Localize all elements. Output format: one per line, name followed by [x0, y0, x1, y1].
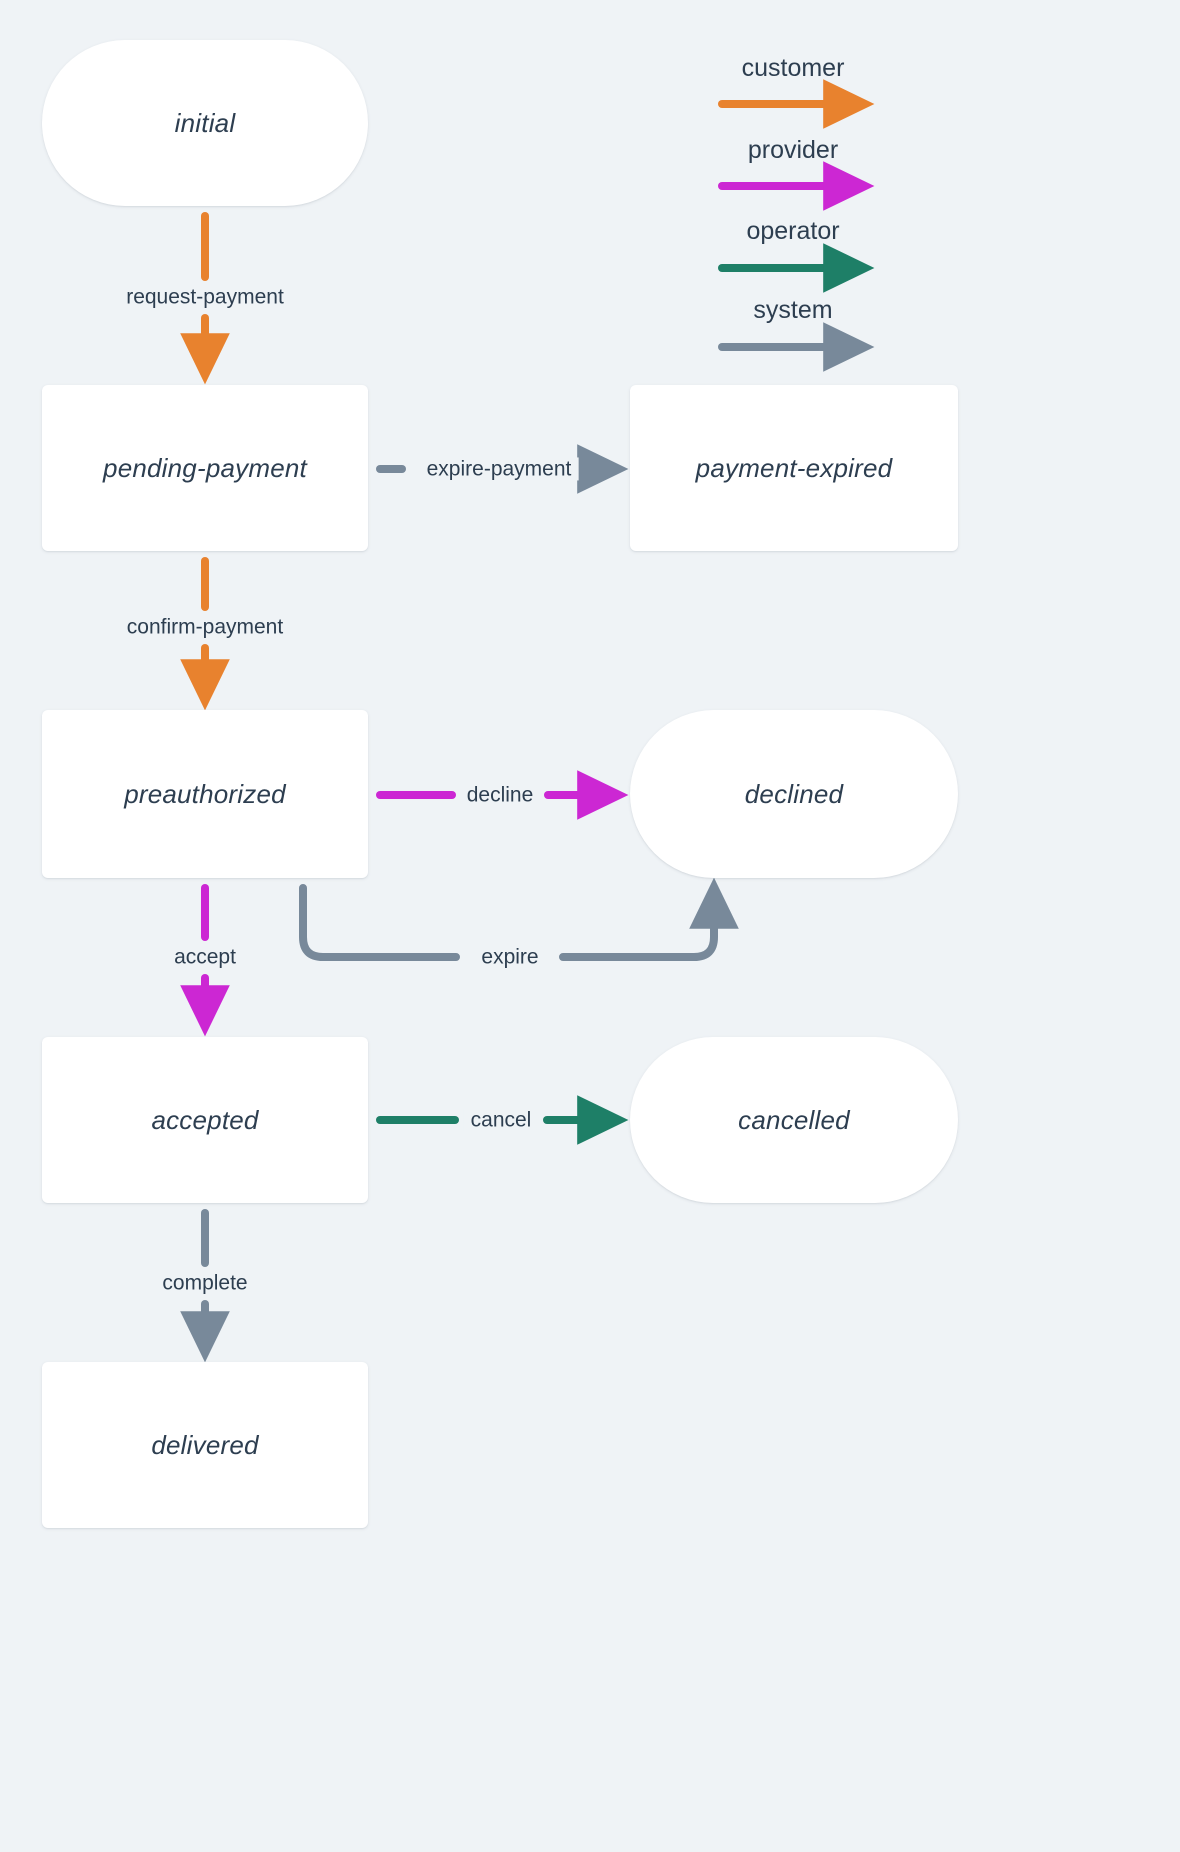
legend-label-system: system [753, 296, 833, 324]
state-node-label: declined [744, 778, 844, 809]
edge-label-cancel: cancel [463, 1108, 539, 1132]
edge-label-complete: complete [155, 1271, 255, 1295]
state-node-declined[interactable]: declined [630, 710, 958, 878]
state-node-cancelled[interactable]: cancelled [630, 1037, 958, 1203]
state-node-delivered[interactable]: delivered [42, 1362, 368, 1528]
state-node-initial[interactable]: initial [42, 40, 368, 206]
state-node-label: payment-expired [695, 452, 893, 483]
legend-label-operator: operator [746, 217, 840, 245]
edge-label-accept: accept [167, 945, 243, 969]
state-node-label: preauthorized [124, 778, 286, 809]
state-node-label: pending-payment [103, 452, 307, 483]
state-node-label: accepted [151, 1104, 259, 1135]
edge-label-expire: expire [474, 945, 546, 969]
edge-expire [299, 877, 739, 961]
edge-label-request-payment: request-payment [119, 285, 291, 309]
legend-label-customer: customer [741, 54, 845, 82]
edge-label-decline: decline [459, 783, 541, 807]
edge-label-expire-payment: expire-payment [419, 457, 579, 481]
state-node-pending-payment[interactable]: pending-payment [42, 385, 368, 551]
legend-label-provider: provider [747, 136, 839, 164]
state-node-label: cancelled [738, 1104, 850, 1135]
state-node-preauthorized[interactable]: preauthorized [42, 710, 368, 878]
edge-label-confirm-payment: confirm-payment [119, 615, 291, 639]
state-node-payment-expired[interactable]: payment-expired [630, 385, 958, 551]
state-node-label: delivered [151, 1429, 259, 1460]
state-node-accepted[interactable]: accepted [42, 1037, 368, 1203]
state-node-label: initial [174, 107, 236, 138]
